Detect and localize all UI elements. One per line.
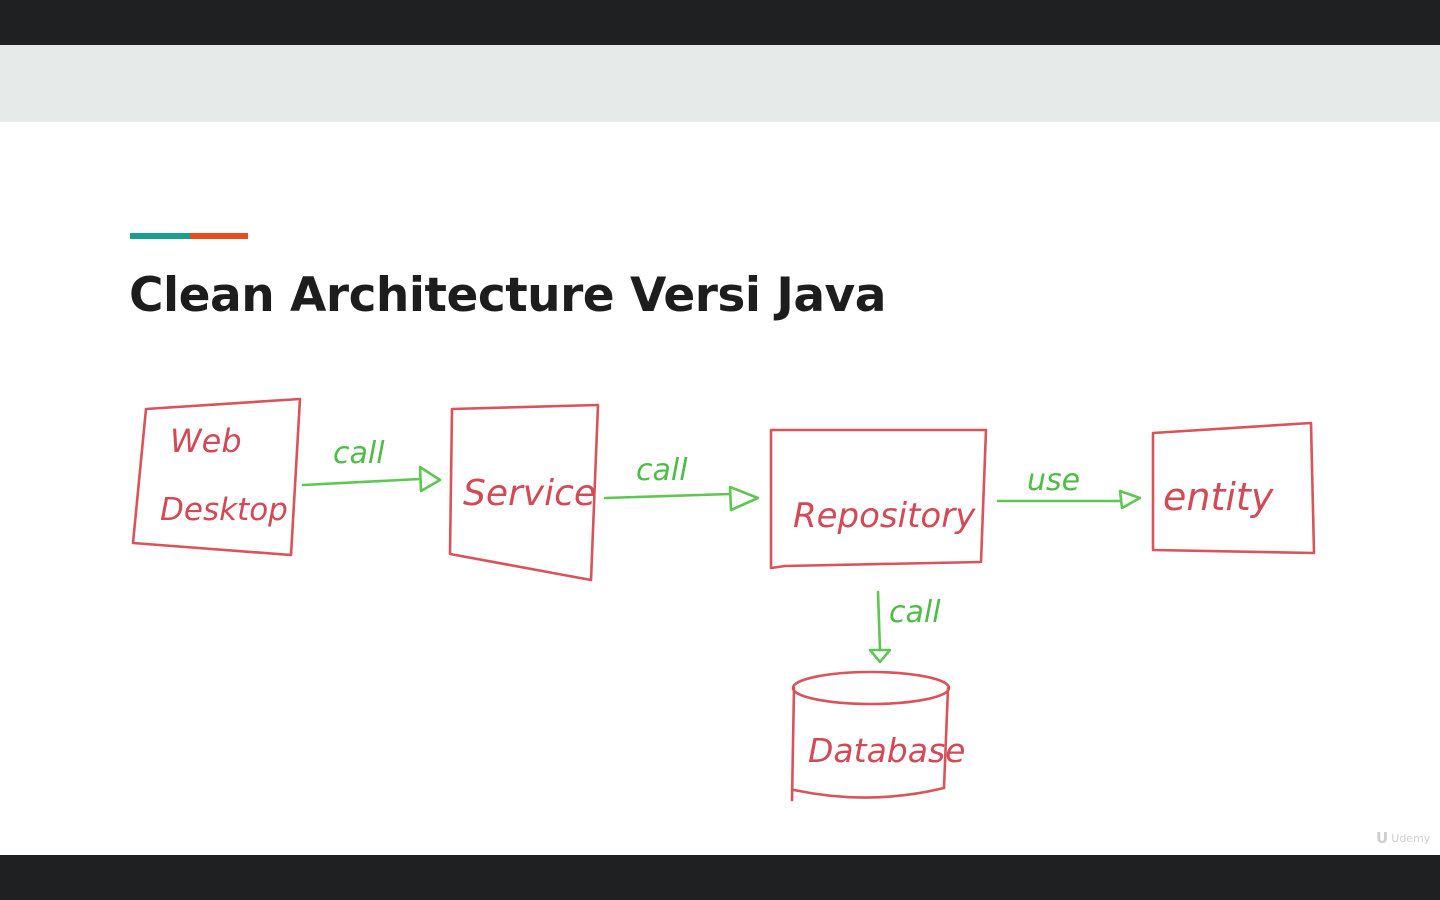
watermark-text: Udemy (1391, 832, 1431, 845)
edge-repository-to-entity-label: use (1027, 463, 1080, 498)
node-service-label: Service (463, 473, 596, 514)
top-letterbox (0, 0, 1440, 45)
slide-header-strip (0, 45, 1440, 122)
node-web-label: Web (170, 422, 242, 460)
node-entity: entity (1151, 421, 1316, 555)
title-accent-teal (130, 233, 190, 239)
bottom-letterbox (0, 855, 1440, 900)
node-service: Service (448, 403, 600, 582)
udemy-logo-icon: ꓴ (1376, 829, 1389, 847)
edge-web-to-service-label: call (333, 436, 385, 471)
node-database-label: Database (808, 731, 965, 770)
node-web-desktop: Web Desktop (131, 397, 302, 557)
edge-service-to-repository: call (603, 453, 760, 512)
slide-title: Clean Architecture Versi Java (129, 268, 886, 323)
slide-body (0, 122, 1440, 855)
edge-repository-to-database: call (868, 590, 941, 664)
node-repository: Repository (769, 428, 988, 570)
node-database: Database (790, 670, 965, 802)
node-entity-label: entity (1163, 475, 1274, 519)
title-accent-orange (190, 233, 248, 239)
edge-repository-to-entity: use (996, 463, 1142, 510)
edge-repository-to-database-label: call (889, 595, 941, 630)
node-desktop-label: Desktop (160, 492, 288, 528)
edge-service-to-repository-label: call (636, 453, 688, 488)
node-repository-label: Repository (793, 496, 976, 536)
edge-web-to-service: call (301, 436, 442, 493)
